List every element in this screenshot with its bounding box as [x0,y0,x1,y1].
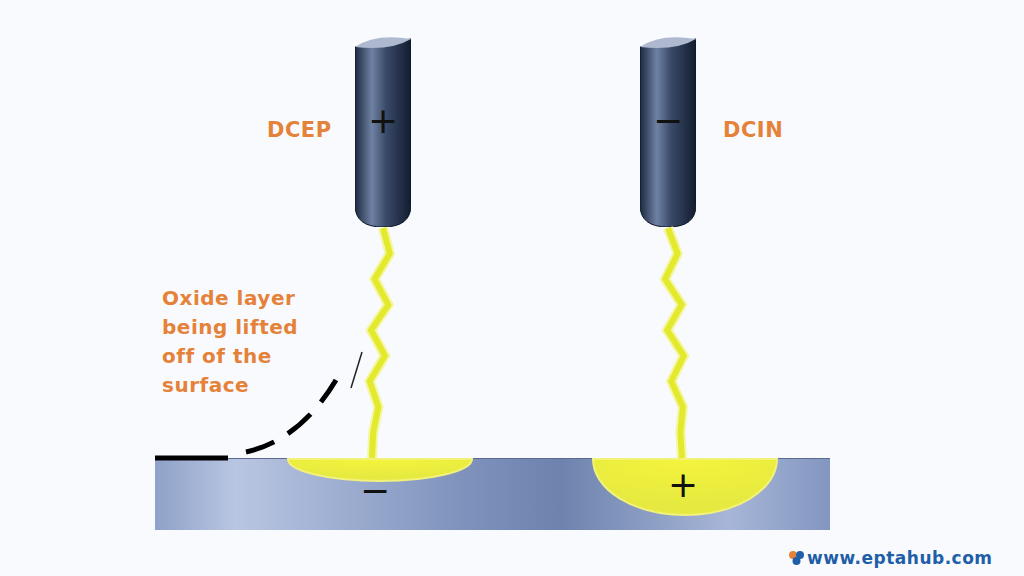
electrode: DCEP+ [355,35,411,227]
welding-arc [370,228,390,458]
charge-symbol: − [360,473,390,509]
callout-note: Oxide layer being lifted off of the surf… [162,284,307,400]
oxide-layer [155,456,228,461]
polarity-label: DCEP [267,118,332,142]
charge-symbol: − [653,103,683,139]
arc-bolt [370,228,390,458]
welding-arc [665,228,684,458]
oxide-flake [351,352,362,388]
arc-glow [665,228,684,458]
polarity-label: DCIN [723,118,783,142]
electrode: DCIN− [640,35,696,227]
arc-glow [370,228,390,458]
weld-pool-deep [593,459,777,515]
charge-symbol: + [368,103,398,139]
arc-bolt [665,228,684,458]
weld-pool-shallow [288,459,472,481]
logo-icon [789,551,804,565]
charge-symbol: + [668,467,698,503]
oxide-layer-lifted [246,380,336,452]
watermark: www.eptahub.com [807,548,993,568]
